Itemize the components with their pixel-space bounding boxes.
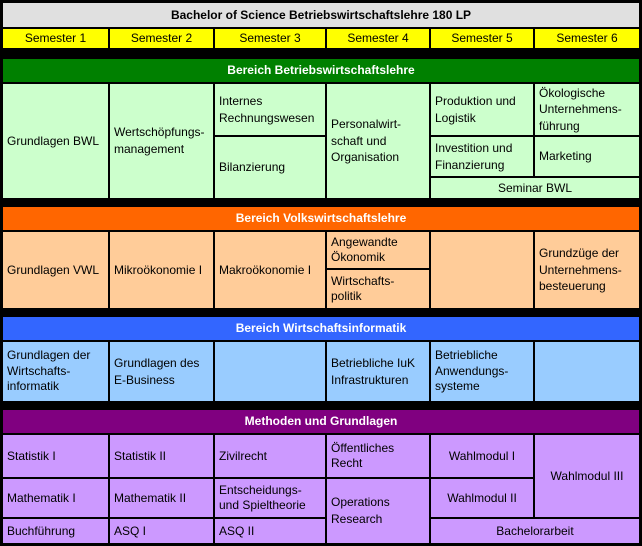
module-oeffentliches-recht: Öffentliches Recht <box>327 435 429 477</box>
module-wertschoepfungsmanagement: Wertschöpfungs- management <box>110 84 213 198</box>
module-unternehmensbesteuerung: Grundzüge der Unternehmens- besteuerung <box>535 232 639 308</box>
empty-cell-vwl-sem5 <box>431 232 533 308</box>
section-header-vwl: Bereich Volkswirtschaftslehre <box>3 207 639 230</box>
module-zivilrecht: Zivilrecht <box>215 435 325 477</box>
semester-6-header: Semester 6 <box>535 29 639 48</box>
module-asq-2: ASQ II <box>215 519 325 543</box>
module-grundlagen-bwl: Grundlagen BWL <box>3 84 108 198</box>
section-header-methoden: Methoden und Grundlagen <box>3 410 639 433</box>
module-produktion-logistik: Produktion und Logistik <box>431 84 533 135</box>
module-mikrooekonomie: Mikroökonomie I <box>110 232 213 308</box>
semester-1-header: Semester 1 <box>3 29 108 48</box>
module-bilanzierung: Bilanzierung <box>215 137 325 198</box>
module-oekologische-unternehmensfuehrung: Ökologische Unternehmens- führung <box>535 84 639 135</box>
module-bachelorarbeit: Bachelorarbeit <box>431 519 639 543</box>
module-statistik-2: Statistik II <box>110 435 213 477</box>
module-wirtschaftspolitik: Wirtschafts- politik <box>327 270 429 308</box>
empty-cell-wi-sem6 <box>535 342 639 401</box>
module-personalwirtschaft: Personalwirt- schaft und Organisation <box>327 84 429 198</box>
module-wahlmodul-2: Wahlmodul II <box>431 479 533 517</box>
section-header-bwl: Bereich Betriebswirtschaftslehre <box>3 59 639 82</box>
module-seminar-bwl: Seminar BWL <box>431 178 639 198</box>
module-anwendungssysteme: Betriebliche Anwendungs- systeme <box>431 342 533 401</box>
semester-3-header: Semester 3 <box>215 29 325 48</box>
module-mathematik-2: Mathematik II <box>110 479 213 517</box>
module-angewandte-oekonomik: Angewandte Ökonomik <box>327 232 429 268</box>
module-entscheidungstheorie: Entscheidungs- und Spieltheorie <box>215 479 325 517</box>
module-iuk-infrastrukturen: Betriebliche IuK Infrastrukturen <box>327 342 429 401</box>
module-buchfuehrung: Buchführung <box>3 519 108 543</box>
module-grundlagen-vwl: Grundlagen VWL <box>3 232 108 308</box>
module-grundlagen-ebusiness: Grundlagen des E-Business <box>110 342 213 401</box>
module-wahlmodul-1: Wahlmodul I <box>431 435 533 477</box>
module-investition-finanzierung: Investition und Finanzierung <box>431 137 533 176</box>
module-makrooekonomie: Makroökonomie I <box>215 232 325 308</box>
semester-5-header: Semester 5 <box>431 29 533 48</box>
module-marketing: Marketing <box>535 137 639 176</box>
section-header-wi: Bereich Wirtschaftsinformatik <box>3 317 639 340</box>
semester-2-header: Semester 2 <box>110 29 213 48</box>
module-internes-rechnungswesen: Internes Rechnungswesen <box>215 84 325 135</box>
module-operations-research: Operations Research <box>327 479 429 543</box>
semester-4-header: Semester 4 <box>327 29 429 48</box>
page-title: Bachelor of Science Betriebswirtschaftsl… <box>3 3 639 27</box>
module-grundlagen-wirtschaftsinformatik: Grundlagen der Wirtschafts- informatik <box>3 342 108 401</box>
module-wahlmodul-3: Wahlmodul III <box>535 435 639 517</box>
empty-cell-wi-sem3 <box>215 342 325 401</box>
module-statistik-1: Statistik I <box>3 435 108 477</box>
module-mathematik-1: Mathematik I <box>3 479 108 517</box>
module-asq-1: ASQ I <box>110 519 213 543</box>
